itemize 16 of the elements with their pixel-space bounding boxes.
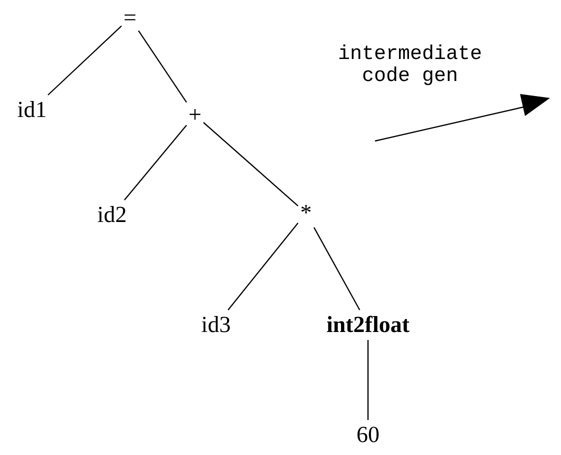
tree-node-label: int2float	[326, 312, 410, 338]
tree-edge	[203, 122, 298, 206]
tree-edge	[228, 222, 298, 310]
transition-label: intermediate code gen	[336, 44, 484, 88]
tree-node-label: *	[300, 200, 312, 226]
tree-node-label: id2	[97, 202, 127, 228]
tree-node-label: 60	[356, 422, 380, 448]
tree-edge	[124, 124, 187, 200]
tree-node-label: =	[124, 5, 136, 31]
tree-edge	[367, 340, 369, 420]
tree-edge	[138, 30, 187, 103]
tree-node-label: id3	[201, 312, 231, 338]
tree-edge	[313, 227, 360, 310]
tree-edge	[48, 26, 122, 96]
tree-node-label: +	[188, 102, 202, 128]
tree-node-label: id1	[17, 97, 47, 123]
